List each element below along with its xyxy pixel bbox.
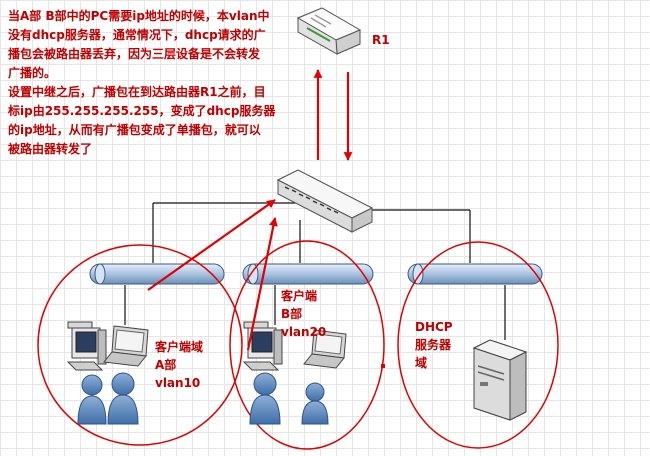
zone-b-label: 客户端 B部 vlan20 <box>280 288 326 339</box>
router-label: R1 <box>372 33 390 47</box>
bus-b <box>242 263 374 285</box>
broadcast-arrows <box>147 69 353 351</box>
pc-icon <box>66 321 107 371</box>
zone-a-ellipse <box>37 244 243 446</box>
server-icon <box>472 339 528 421</box>
pc-icon <box>242 321 283 371</box>
annotation-line: 没有dhcp服务器，通常情况下，dhcp请求的广 <box>8 27 266 42</box>
zone-a-label: 客户端域 A部 vlan10 <box>154 339 207 390</box>
switch-icon[interactable] <box>276 169 374 233</box>
bus-dhcp <box>407 263 543 285</box>
annotation-text: 当A部 B部中的PC需要ip地址的时候，本vlan中 没有dhcp服务器，通常情… <box>7 8 280 156</box>
user-icon <box>107 372 139 425</box>
zone-dhcp-label: DHCP 服务器 域 <box>415 320 457 370</box>
annotation-line: 被路由器转发了 <box>8 141 92 156</box>
laptop-icon <box>103 325 149 367</box>
user-icon <box>77 374 107 425</box>
user-icon <box>249 372 281 425</box>
laptop-icon <box>303 329 347 369</box>
user-icon <box>301 382 329 425</box>
annotation-line: 标ip由255.255.255.255，变成了dhcp服务器 <box>7 103 276 118</box>
annotation-line: 当A部 B部中的PC需要ip地址的时候，本vlan中 <box>8 8 270 23</box>
zone-b-ellipse <box>229 240 385 450</box>
annotation-line: 广播的。 <box>8 65 56 80</box>
annotation-line: 播包会被路由器丢弃，因为三层设备是不会转发 <box>8 46 261 61</box>
annotation-line: 的ip地址，从而有广播包变成了单播包，就可以 <box>8 122 261 137</box>
zone-dhcp-ellipse <box>397 241 559 449</box>
marker-dot <box>381 364 385 368</box>
annotation-line: 设置中继之后，广播包在到达路由器R1之前，目 <box>8 84 266 99</box>
router-icon[interactable] <box>296 7 362 55</box>
